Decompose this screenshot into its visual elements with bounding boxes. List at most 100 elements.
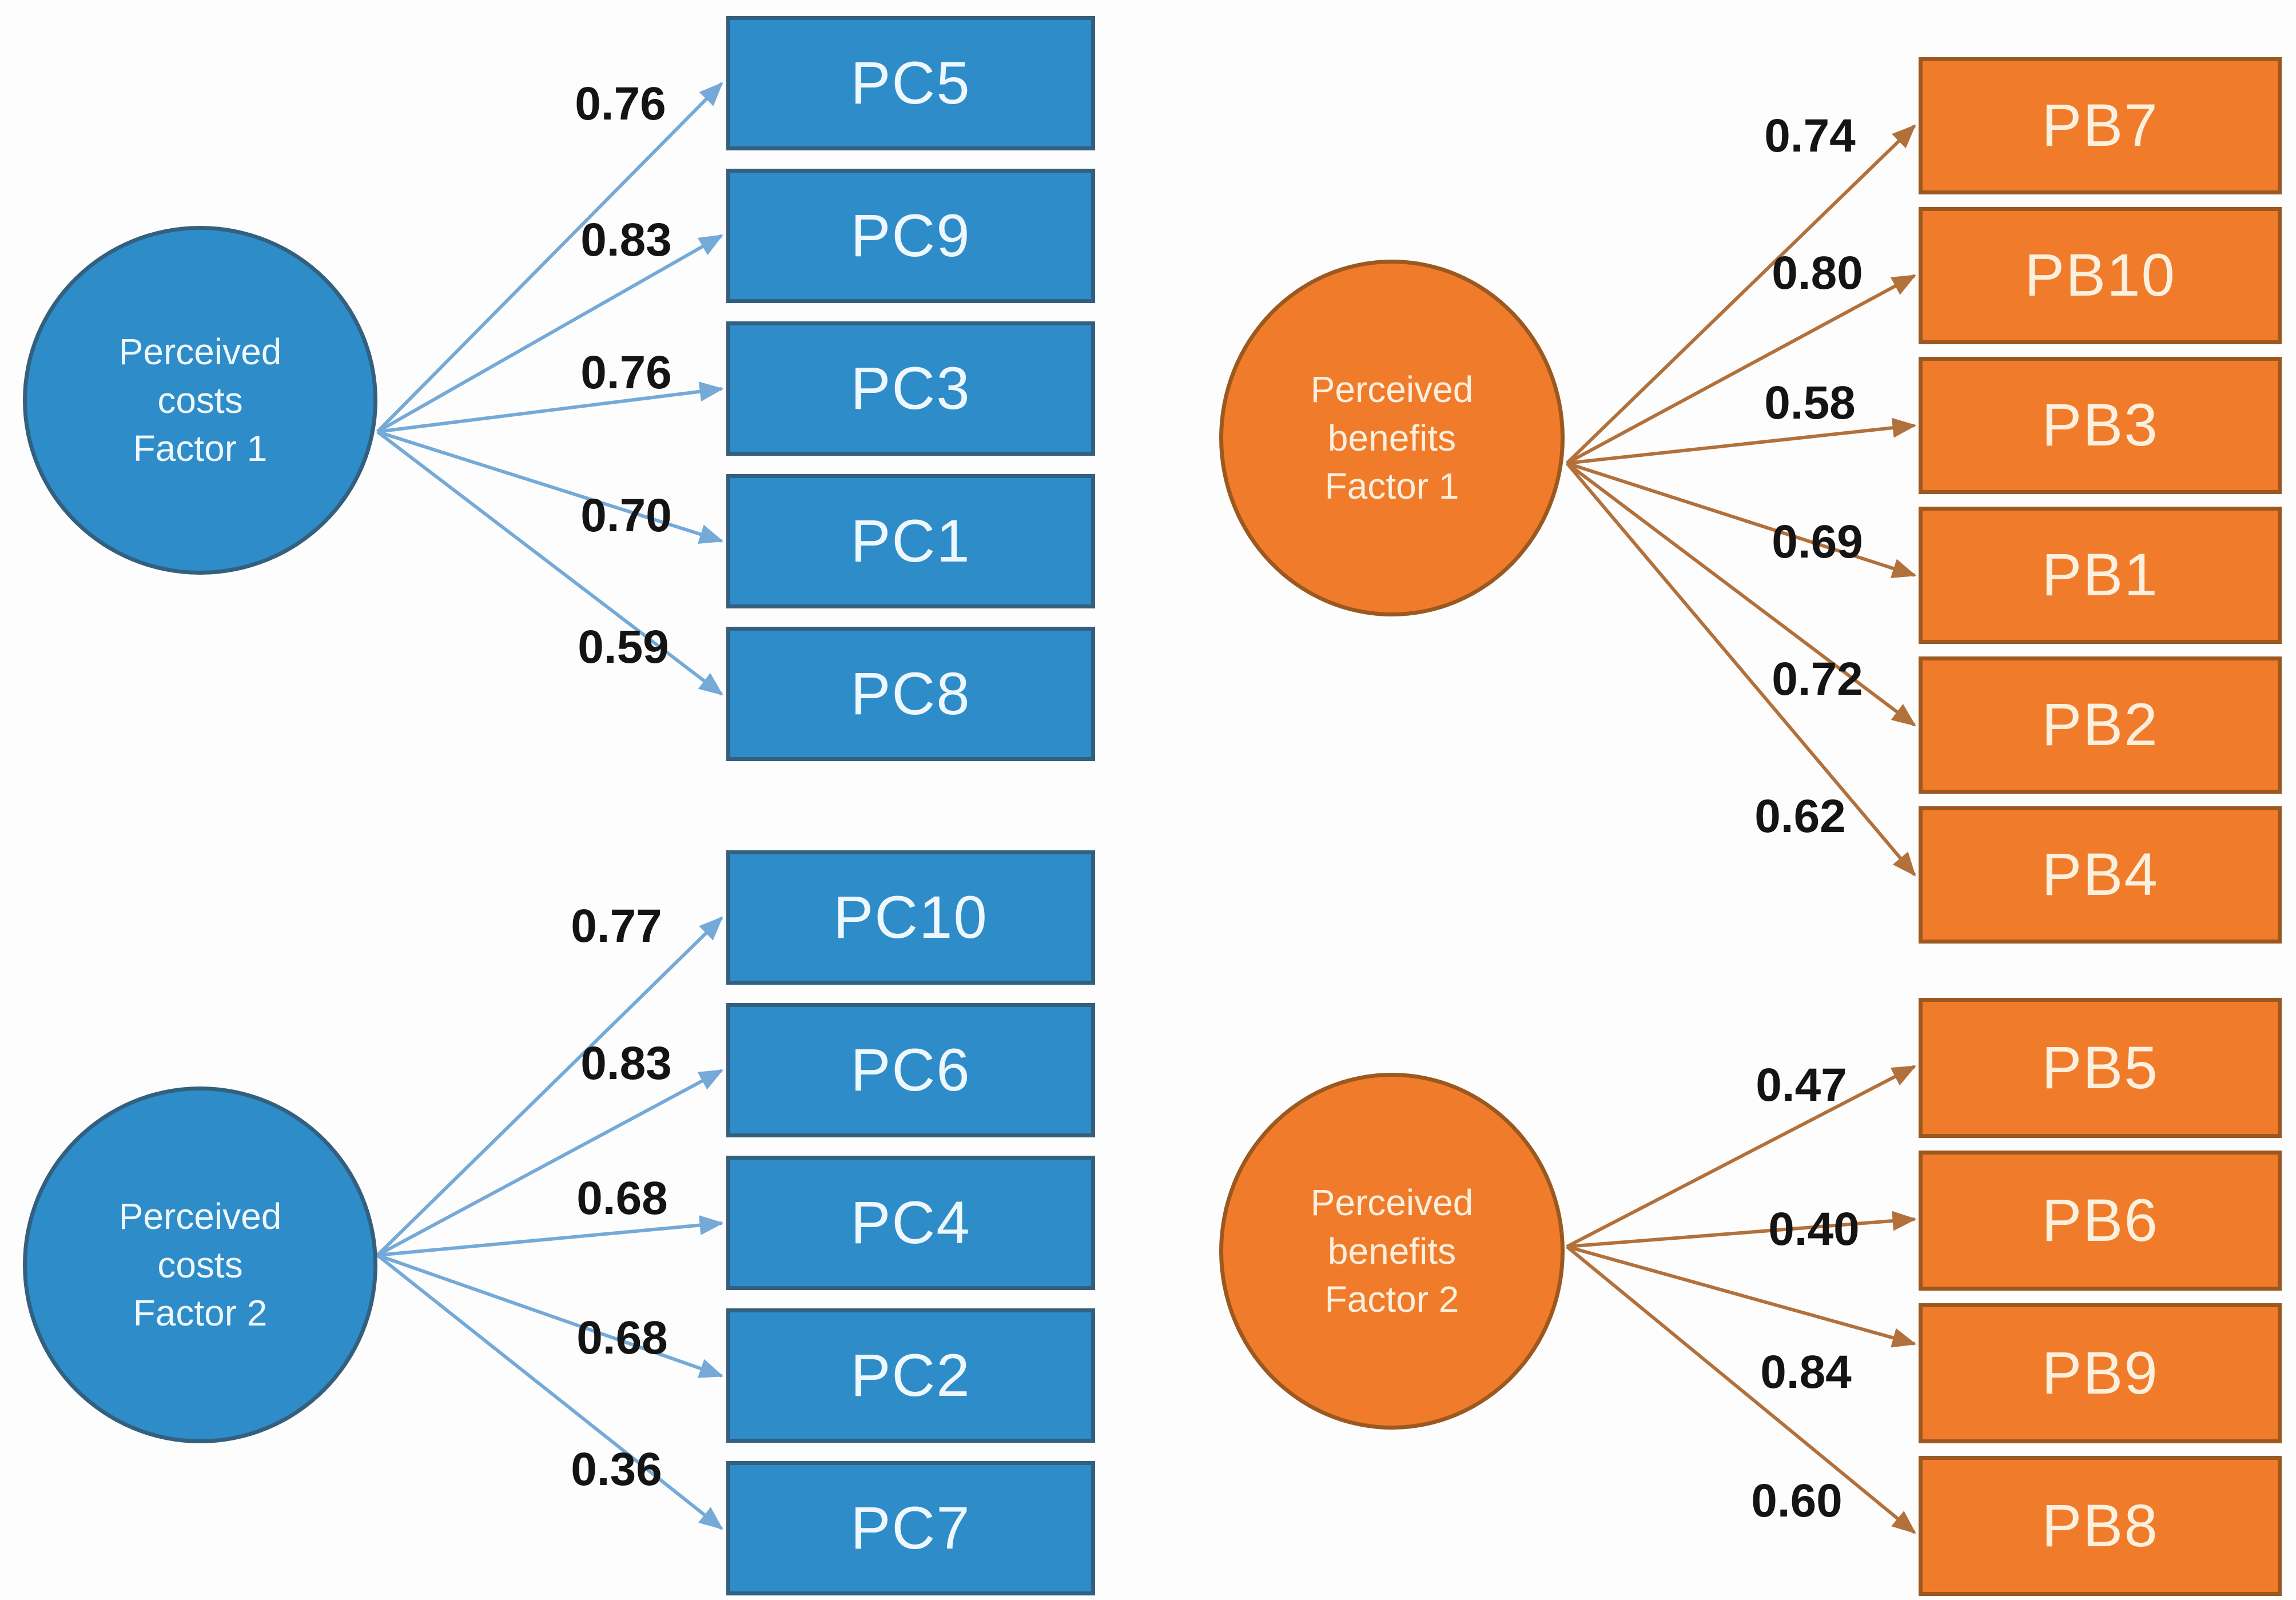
indicator-box-pb2: PB2 (1919, 656, 2282, 794)
arrow-pc5 (376, 82, 723, 433)
factor-circle-benefits-1: Perceived benefits Factor 1 (1219, 260, 1565, 616)
factor-label: Perceived benefits Factor 2 (1311, 1179, 1474, 1323)
loading-pb2: 0.72 (1772, 653, 1863, 705)
indicator-label: PB7 (2042, 92, 2159, 159)
loading-pb1: 0.69 (1772, 516, 1863, 568)
loading-pb7: 0.74 (1764, 110, 1856, 162)
factor-label: Perceived costs Factor 1 (119, 328, 282, 472)
factor-line: Factor 2 (1324, 1279, 1459, 1320)
arrow-pc8 (376, 430, 723, 696)
loading-pc8: 0.59 (578, 621, 669, 673)
indicator-box-pb3: PB3 (1919, 357, 2282, 494)
arrow-pb1 (1566, 461, 1917, 578)
loading-pb6: 0.40 (1768, 1203, 1860, 1255)
indicator-label: PC4 (850, 1189, 971, 1256)
arrow-pb2 (1566, 461, 1916, 727)
indicator-label: PC10 (833, 883, 988, 951)
loading-pc5: 0.76 (575, 78, 666, 130)
indicator-label: PB5 (2042, 1034, 2159, 1101)
factor-line: benefits (1327, 417, 1457, 459)
indicator-box-pc2: PC2 (726, 1308, 1095, 1443)
loading-pc7: 0.36 (571, 1443, 662, 1495)
arrow-pc3 (377, 381, 724, 433)
indicator-box-pb10: PB10 (1919, 207, 2282, 344)
indicator-box-pc4: PC4 (726, 1156, 1095, 1290)
factor-line: Factor 1 (133, 428, 268, 469)
loading-pb5: 0.47 (1756, 1059, 1847, 1111)
indicator-label: PB10 (2024, 242, 2176, 309)
arrow-pb7 (1565, 124, 1916, 465)
arrow-pc2 (377, 1253, 724, 1378)
factor-line: Perceived (118, 1196, 282, 1237)
indicator-box-pb1: PB1 (1919, 507, 2282, 644)
indicator-label: PC8 (850, 660, 971, 727)
indicator-box-pb8: PB8 (1919, 1456, 2282, 1596)
indicator-box-pc8: PC8 (726, 627, 1095, 761)
indicator-box-pb4: PB4 (1919, 806, 2282, 944)
arrow-pc4 (377, 1215, 724, 1257)
loading-pc4: 0.68 (576, 1172, 668, 1224)
indicator-label: PC1 (850, 507, 971, 575)
arrow-pc10 (376, 916, 723, 1257)
factor-circle-costs-1: Perceived costs Factor 1 (23, 226, 377, 575)
arrow-pc1 (377, 430, 724, 544)
indicator-label: PC5 (850, 49, 971, 117)
indicator-box-pc9: PC9 (726, 169, 1095, 303)
indicator-label: PC9 (850, 202, 971, 269)
arrow-pb5 (1566, 1065, 1917, 1248)
indicator-box-pc5: PC5 (726, 16, 1095, 150)
loading-pb10: 0.80 (1772, 247, 1863, 299)
indicator-label: PB3 (2042, 392, 2159, 459)
indicator-label: PC6 (850, 1036, 971, 1104)
indicator-label: PB9 (2042, 1339, 2159, 1407)
factor-circle-costs-2: Perceived costs Factor 2 (23, 1086, 377, 1443)
loading-pb9: 0.84 (1760, 1346, 1852, 1398)
factor-line: Perceived (1310, 369, 1474, 411)
arrow-pb8 (1566, 1245, 1916, 1534)
factor-label: Perceived costs Factor 2 (119, 1192, 282, 1337)
indicator-label: PB4 (2042, 841, 2159, 908)
arrow-pc6 (376, 1069, 724, 1257)
indicator-label: PB6 (2042, 1187, 2159, 1254)
indicator-box-pc3: PC3 (726, 321, 1095, 456)
loading-pb8: 0.60 (1751, 1475, 1843, 1527)
factor-line: benefits (1327, 1230, 1457, 1272)
arrow-pb4 (1565, 462, 1916, 877)
arrow-pc9 (376, 234, 724, 433)
factor-line: Perceived (118, 331, 282, 373)
indicator-label: PB2 (2042, 691, 2159, 758)
factor-line: Perceived (1310, 1182, 1474, 1224)
arrow-pb10 (1566, 274, 1917, 465)
loading-pc2: 0.68 (576, 1312, 668, 1364)
indicator-box-pb6: PB6 (1919, 1151, 2282, 1291)
indicator-box-pb7: PB7 (1919, 57, 2282, 194)
loading-pc3: 0.76 (580, 347, 672, 399)
factor-line: costs (157, 1244, 243, 1285)
arrow-pb6 (1566, 1211, 1917, 1248)
factor-line: Factor 2 (133, 1292, 268, 1334)
arrow-pb3 (1566, 417, 1917, 465)
loading-pc9: 0.83 (580, 214, 672, 266)
indicator-label: PC7 (850, 1494, 971, 1562)
factor-label: Perceived benefits Factor 1 (1311, 365, 1474, 510)
loading-pc10: 0.77 (571, 900, 662, 952)
loading-pb4: 0.62 (1754, 790, 1846, 842)
factor-circle-benefits-2: Perceived benefits Factor 2 (1219, 1073, 1565, 1430)
factor-line: costs (157, 379, 243, 421)
loading-pc6: 0.83 (580, 1037, 672, 1089)
arrow-pb9 (1566, 1245, 1917, 1348)
indicator-box-pc10: PC10 (726, 850, 1095, 985)
indicator-label: PC3 (850, 355, 971, 422)
factor-line: Factor 1 (1324, 465, 1459, 507)
indicator-label: PB8 (2042, 1492, 2159, 1559)
indicator-box-pc7: PC7 (726, 1461, 1095, 1595)
indicator-box-pb5: PB5 (1919, 998, 2282, 1138)
loading-pb3: 0.58 (1764, 377, 1856, 429)
indicator-label: PC2 (850, 1342, 971, 1409)
loading-pc1: 0.70 (580, 489, 672, 542)
indicator-box-pc6: PC6 (726, 1003, 1095, 1137)
indicator-box-pb9: PB9 (1919, 1303, 2282, 1443)
indicator-label: PB1 (2042, 542, 2159, 608)
